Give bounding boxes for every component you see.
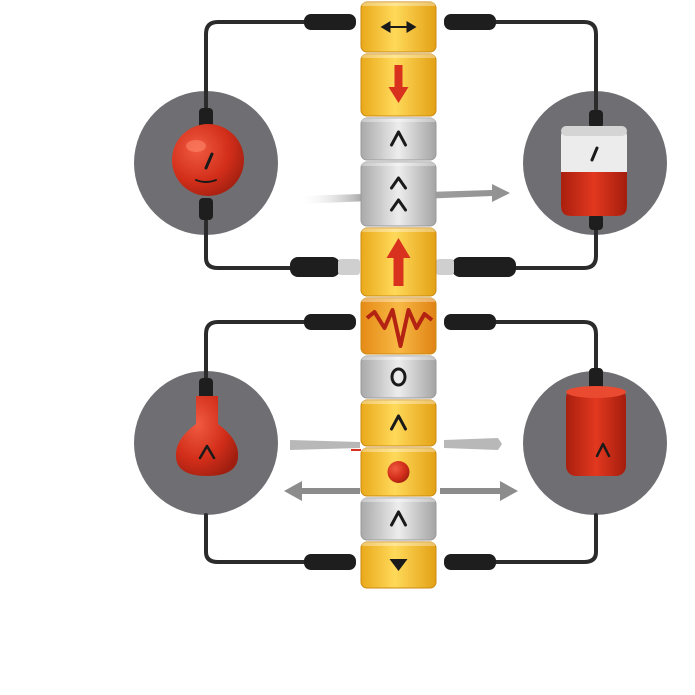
wire-top-left-lower <box>204 213 292 270</box>
column-block-10 <box>360 497 437 541</box>
top-left-red-sphere <box>172 124 244 196</box>
wire-top-left-upper <box>204 20 308 114</box>
column-block-7 <box>360 355 437 399</box>
plug-bottom-left-flask <box>199 378 213 400</box>
connector-mid-right <box>452 257 516 277</box>
flow-arrow-bottom-right <box>440 481 518 501</box>
caret-up-icon <box>390 130 407 147</box>
red-up-arrow-icon <box>386 238 411 286</box>
column-block-9 <box>351 447 437 497</box>
column-block-shine <box>361 54 436 58</box>
beaker-slash-mark <box>590 146 599 162</box>
column-block-5 <box>360 227 437 297</box>
cylinder-icon <box>566 388 626 476</box>
beaker-rim <box>561 126 627 136</box>
metal-tip-mid-right <box>436 259 454 275</box>
column-block-1 <box>360 1 437 53</box>
caret-down-icon <box>389 559 408 571</box>
column-block-body <box>360 161 437 227</box>
beaker-liquid <box>561 172 627 216</box>
column-block-8 <box>360 399 437 447</box>
connector-mid-left <box>290 257 340 277</box>
plug-top-right-beaker-upper <box>589 110 603 128</box>
column-block-3 <box>360 117 437 161</box>
connector-bottom-left-lower <box>304 554 356 570</box>
column-block-shine <box>361 162 436 166</box>
double-caret-up-icon <box>390 176 407 212</box>
column-block-shine <box>361 542 436 546</box>
bottom-left-red-flask <box>175 396 239 476</box>
connector-top-left <box>304 14 356 30</box>
flask-icon <box>175 396 239 476</box>
top-right-beaker <box>561 126 627 216</box>
wire-bottom-left-upper <box>204 320 308 400</box>
red-zigzag-icon <box>365 308 434 348</box>
metal-tip-mid-left <box>338 259 360 275</box>
column-block-body <box>360 297 437 355</box>
cylinder-caret-mark <box>595 442 611 458</box>
connectors <box>199 14 603 570</box>
caret-up-icon <box>390 510 407 527</box>
sphere-slash-mark <box>204 152 214 170</box>
wire-top-right-upper <box>492 20 598 126</box>
column-block-11 <box>360 541 437 589</box>
column-block-shine <box>361 118 436 122</box>
column-block-shine <box>361 400 436 404</box>
flask-caret-mark <box>198 444 216 460</box>
sphere-underline-mark <box>195 179 217 183</box>
column-block-6 <box>360 297 437 355</box>
center-column <box>351 1 437 589</box>
column-block-2 <box>360 53 437 117</box>
column-block-body <box>360 497 437 541</box>
wire-top-right-lower <box>513 220 598 270</box>
plug-top-left-sphere-lower <box>199 198 213 220</box>
column-block-body <box>360 355 437 399</box>
wires <box>204 20 598 564</box>
caret-up-icon <box>390 414 407 431</box>
column-block-shine <box>361 2 436 6</box>
bottom-right-red-cylinder <box>566 386 626 476</box>
column-block-shine <box>361 356 436 360</box>
red-down-arrow-icon <box>388 65 409 103</box>
circle-icon <box>390 367 407 387</box>
column-block-shine <box>361 228 436 232</box>
plug-top-right-beaker-lower <box>589 214 603 230</box>
wire-bottom-left-lower <box>204 513 308 564</box>
connector-top-right <box>444 14 496 30</box>
cylinder-top <box>566 386 626 398</box>
wire-bottom-right-upper <box>492 320 598 388</box>
connector-bottom-left-upper <box>304 314 356 330</box>
connector-bottom-right-upper <box>444 314 496 330</box>
flow-arrow-middle-left <box>290 440 360 450</box>
plug-bottom-right-cylinder <box>589 368 603 390</box>
wire-bottom-right-lower <box>492 513 598 564</box>
connector-bottom-right-lower <box>444 554 496 570</box>
column-block-4 <box>360 161 437 227</box>
column-block-body <box>360 399 437 447</box>
column-block-body <box>360 117 437 161</box>
sphere-highlight <box>186 140 206 152</box>
red-dot-icon <box>351 449 410 483</box>
column-block-shine <box>361 448 436 452</box>
flow-arrows <box>284 184 518 501</box>
left-right-arrows-icon <box>380 21 417 33</box>
column-block-shine <box>361 298 436 302</box>
column-block-shine <box>361 498 436 502</box>
flow-arrow-bottom-left <box>284 481 360 501</box>
flow-arrow-middle-right <box>444 438 502 450</box>
